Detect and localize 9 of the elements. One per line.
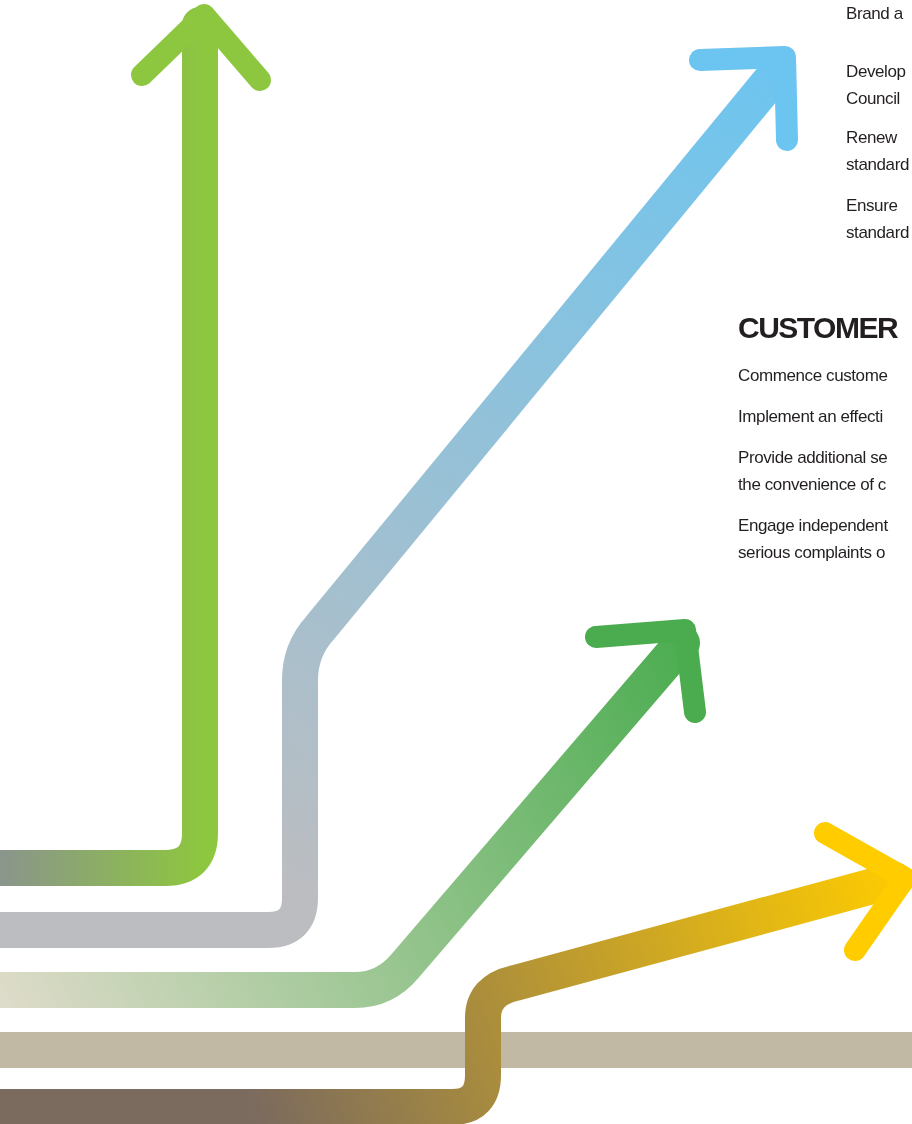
text-fragment: Provide additional se the convenience of c (738, 447, 889, 496)
text-fragment: Implement an effecti (738, 406, 883, 428)
text-fragment: Renew standard (846, 127, 910, 176)
text-fragment: Ensure standard (846, 195, 910, 244)
text-fragment: Develop Council (846, 61, 907, 110)
text-fragment: Brand a (846, 3, 905, 25)
text-fragment: Engage independent serious complaints o (738, 515, 889, 564)
section-heading: CUSTOMER (738, 311, 898, 345)
text-fragment: Commence custome (738, 365, 888, 387)
